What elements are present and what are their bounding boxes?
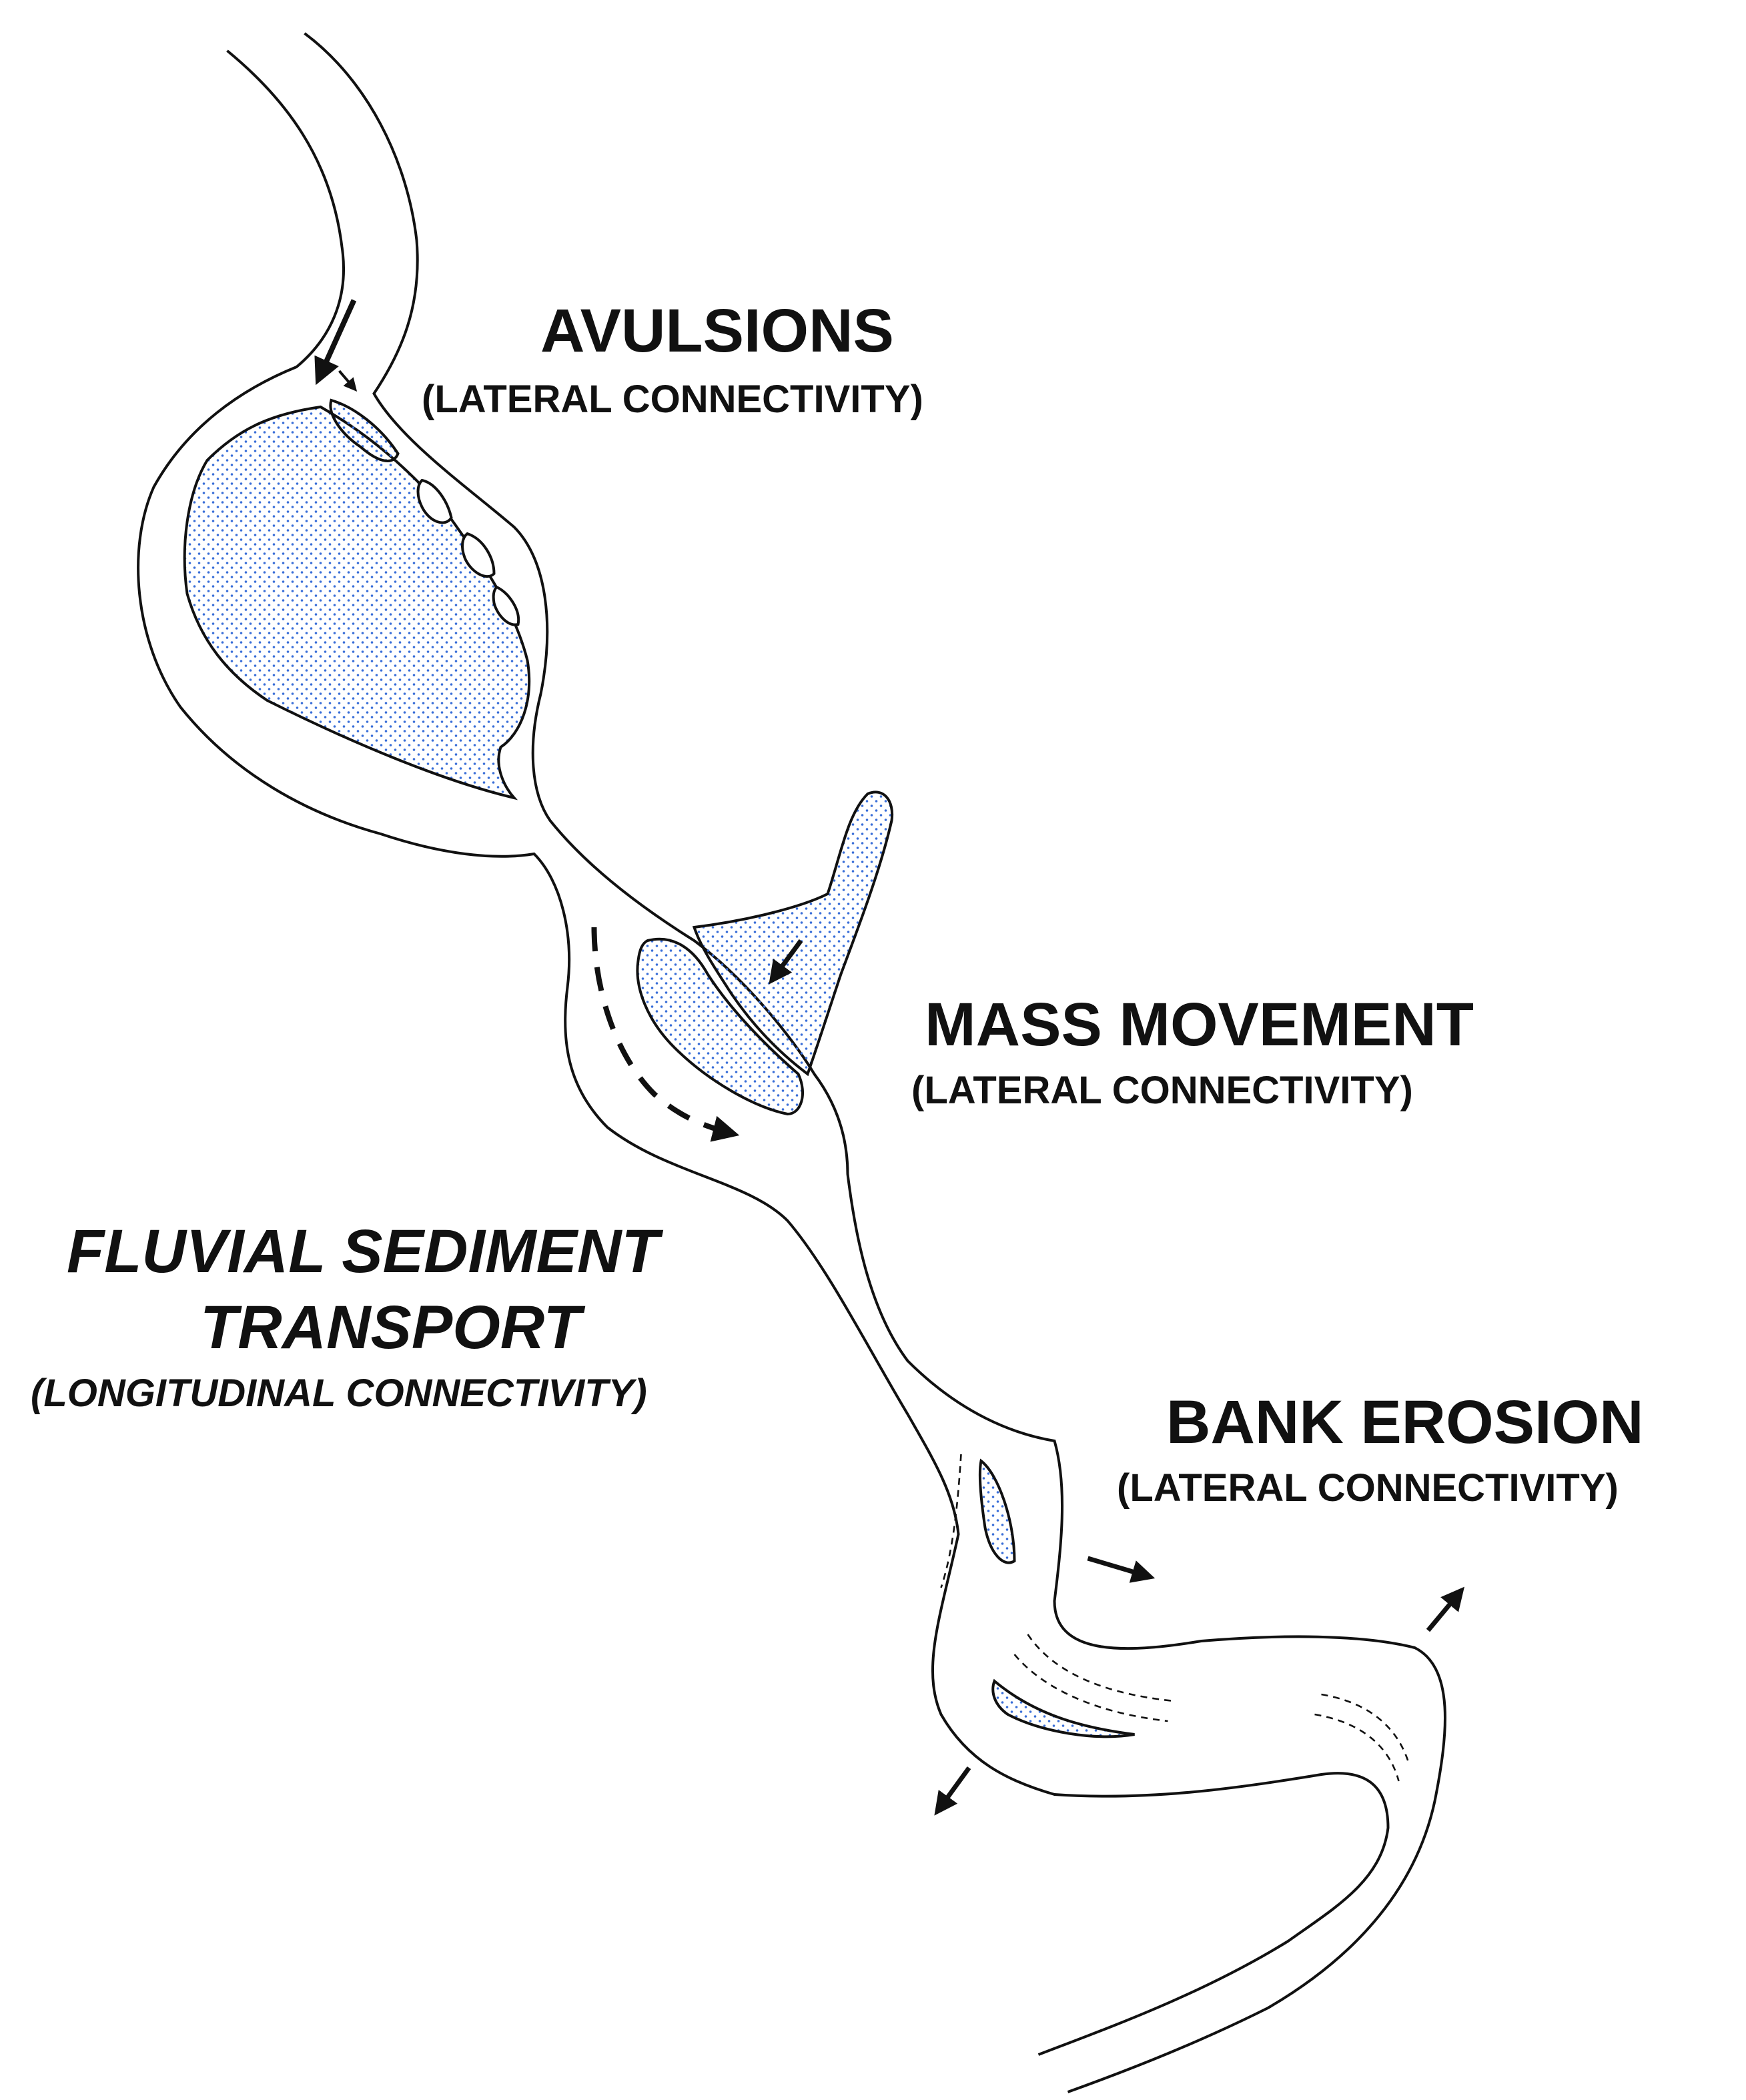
fluvial-title-line2: TRANSPORT <box>200 1293 581 1362</box>
bank-erosion-subtitle: (LATERAL CONNECTIVITY) <box>1117 1466 1619 1510</box>
fluvial-subtitle: (LONGITUDINAL CONNECTIVITY) <box>31 1372 647 1415</box>
former-channel-3 <box>1013 1654 1168 1722</box>
former-channel-4 <box>1321 1693 1409 1762</box>
avulsion-island-2 <box>416 478 453 524</box>
bank-erosion-arrow-up-icon <box>1426 1586 1464 1632</box>
bank-erosion-arrow-down-icon <box>934 1766 971 1816</box>
river-right-bank <box>304 32 1446 2093</box>
avulsion-island-4 <box>492 585 520 626</box>
bank-erosion-arrow-right-icon <box>1087 1556 1156 1583</box>
avulsion-deposit <box>183 405 531 801</box>
mass-movement-subtitle: (LATERAL CONNECTIVITY) <box>911 1069 1413 1112</box>
avulsion-arrow-icon <box>314 299 357 386</box>
avulsion-island-3 <box>461 532 496 578</box>
mass-movement-landslide <box>692 791 894 1077</box>
former-channel-2 <box>1027 1634 1175 1702</box>
avulsions-subtitle: (LATERAL CONNECTIVITY) <box>422 378 923 421</box>
fluvial-title-line1: FLUVIAL SEDIMENT <box>67 1217 659 1285</box>
mass-movement-title: MASS MOVEMENT <box>925 991 1474 1059</box>
former-channel-5 <box>1314 1713 1400 1782</box>
former-channel-1 <box>940 1454 962 1588</box>
fluvial-transport-dashed-arrow-icon <box>591 927 740 1142</box>
avulsion-small-arrow-icon <box>338 370 358 392</box>
bank-erosion-deposit-1 <box>978 1458 1016 1564</box>
mass-movement-deposit <box>636 937 804 1116</box>
bank-erosion-deposit-2 <box>991 1678 1135 1738</box>
avulsion-island-1 <box>329 398 400 462</box>
bank-erosion-title: BANK EROSION <box>1166 1388 1644 1456</box>
avulsions-title: AVULSIONS <box>540 297 894 365</box>
river-left-bank <box>137 49 1390 2056</box>
mass-movement-arrow-icon <box>769 939 803 985</box>
